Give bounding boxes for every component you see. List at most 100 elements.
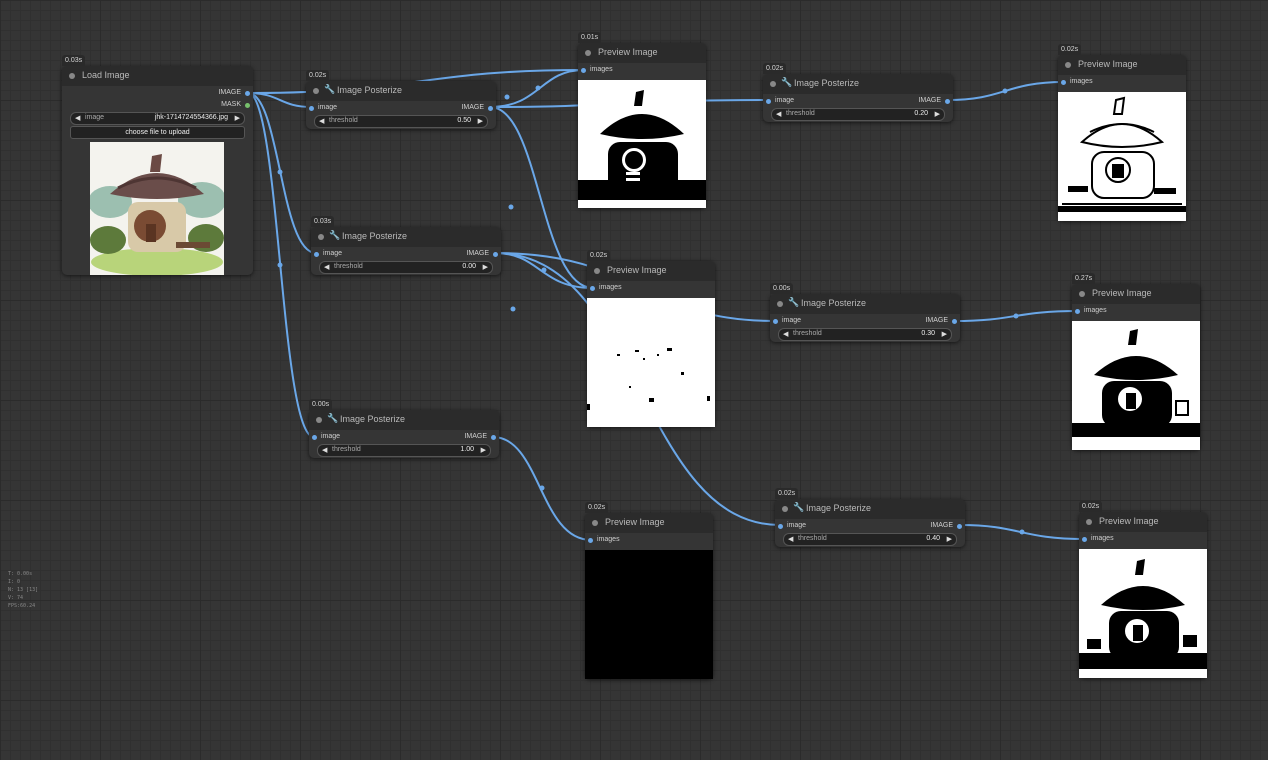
collapse-dot-icon[interactable] <box>770 81 776 87</box>
output-slot-image[interactable]: IMAGE <box>218 89 250 96</box>
collapse-dot-icon[interactable] <box>313 88 319 94</box>
input-slot-images[interactable]: images <box>590 284 622 291</box>
preview-image-node[interactable]: 0.02s Preview Image images <box>585 502 713 679</box>
input-slot-image[interactable]: image <box>312 433 340 440</box>
preview-image-node[interactable]: 0.02s Preview Image images <box>1058 44 1186 221</box>
input-slot-image[interactable]: image <box>773 317 801 324</box>
input-pin-icon[interactable] <box>1075 309 1080 314</box>
collapse-dot-icon[interactable] <box>782 506 788 512</box>
input-pin-icon[interactable] <box>766 99 771 104</box>
preview-image-node[interactable]: 0.01s Preview Image images <box>578 32 706 208</box>
right-arrow-icon[interactable]: ▶ <box>934 111 940 118</box>
left-arrow-icon[interactable]: ◀ <box>324 264 330 271</box>
input-slot-images[interactable]: images <box>588 536 620 543</box>
output-pin-icon[interactable] <box>952 319 957 324</box>
output-pin-icon[interactable] <box>491 435 496 440</box>
preview-image-node[interactable]: 0.02s Preview Image images <box>1079 501 1207 678</box>
node-title-bar[interactable]: 🔧 Image Posterize <box>763 74 953 94</box>
right-arrow-icon[interactable]: ▶ <box>946 536 952 543</box>
preview-image-node[interactable]: 0.27s Preview Image images <box>1072 273 1200 450</box>
output-slot-image[interactable]: IMAGE <box>925 317 957 324</box>
node-title-bar[interactable]: Preview Image <box>1079 512 1207 532</box>
right-arrow-icon[interactable]: ▶ <box>234 115 240 122</box>
left-arrow-icon[interactable]: ◀ <box>319 118 325 125</box>
right-arrow-icon[interactable]: ▶ <box>477 118 483 125</box>
node-title-bar[interactable]: 🔧 Image Posterize <box>311 227 501 247</box>
collapse-dot-icon[interactable] <box>1086 519 1092 525</box>
collapse-dot-icon[interactable] <box>1065 62 1071 68</box>
collapse-dot-icon[interactable] <box>592 520 598 526</box>
image-posterize-node[interactable]: 0.02s 🔧 Image Posterize image IMAGE ◀ th… <box>306 70 496 129</box>
input-pin-icon[interactable] <box>588 538 593 543</box>
image-posterize-node[interactable]: 0.00s 🔧 Image Posterize image IMAGE ◀ th… <box>770 283 960 342</box>
threshold-widget[interactable]: ◀ threshold 0.20 ▶ <box>771 108 945 121</box>
node-title-bar[interactable]: 🔧 Image Posterize <box>770 294 960 314</box>
load-image-node[interactable]: 0.03s Load Image IMAGE MASK ◀ image jhk-… <box>62 55 253 275</box>
node-title-bar[interactable]: 🔧 Image Posterize <box>309 410 499 430</box>
input-slot-image[interactable]: image <box>309 104 337 111</box>
input-slot-images[interactable]: images <box>1082 535 1114 542</box>
upload-button[interactable]: choose file to upload <box>70 126 245 139</box>
collapse-dot-icon[interactable] <box>594 268 600 274</box>
left-arrow-icon[interactable]: ◀ <box>75 115 81 122</box>
output-slot-image[interactable]: IMAGE <box>930 522 962 529</box>
output-pin-icon[interactable] <box>245 91 250 96</box>
input-pin-icon[interactable] <box>312 435 317 440</box>
collapse-dot-icon[interactable] <box>585 50 591 56</box>
input-pin-icon[interactable] <box>581 68 586 73</box>
input-slot-images[interactable]: images <box>1061 78 1093 85</box>
right-arrow-icon[interactable]: ▶ <box>941 331 947 338</box>
image-posterize-node[interactable]: 0.02s 🔧 Image Posterize image IMAGE ◀ th… <box>775 488 965 547</box>
node-title-bar[interactable]: 🔧 Image Posterize <box>775 499 965 519</box>
output-pin-icon[interactable] <box>493 252 498 257</box>
input-slot-image[interactable]: image <box>778 522 806 529</box>
output-pin-icon[interactable] <box>488 106 493 111</box>
left-arrow-icon[interactable]: ◀ <box>322 447 328 454</box>
node-title-bar[interactable]: Load Image <box>62 66 253 86</box>
output-slot-image[interactable]: IMAGE <box>464 433 496 440</box>
output-slot-image[interactable]: IMAGE <box>466 250 498 257</box>
output-slot-mask[interactable]: MASK <box>221 101 250 108</box>
collapse-dot-icon[interactable] <box>777 301 783 307</box>
node-title-bar[interactable]: Preview Image <box>578 43 706 63</box>
collapse-dot-icon[interactable] <box>316 417 322 423</box>
threshold-widget[interactable]: ◀ threshold 0.00 ▶ <box>319 261 493 274</box>
right-arrow-icon[interactable]: ▶ <box>480 447 486 454</box>
left-arrow-icon[interactable]: ◀ <box>788 536 794 543</box>
threshold-widget[interactable]: ◀ threshold 1.00 ▶ <box>317 444 491 457</box>
node-title-bar[interactable]: Preview Image <box>585 513 713 533</box>
threshold-widget[interactable]: ◀ threshold 0.50 ▶ <box>314 115 488 128</box>
image-combo-widget[interactable]: ◀ image jhk-1714724554366.jpg ▶ <box>70 112 245 125</box>
input-pin-icon[interactable] <box>773 319 778 324</box>
input-pin-icon[interactable] <box>778 524 783 529</box>
collapse-dot-icon[interactable] <box>1079 291 1085 297</box>
collapse-dot-icon[interactable] <box>69 73 75 79</box>
input-slot-images[interactable]: images <box>1075 307 1107 314</box>
output-pin-icon[interactable] <box>957 524 962 529</box>
input-pin-icon[interactable] <box>314 252 319 257</box>
input-slot-image[interactable]: image <box>314 250 342 257</box>
input-pin-icon[interactable] <box>309 106 314 111</box>
output-pin-icon[interactable] <box>245 103 250 108</box>
image-posterize-node[interactable]: 0.03s 🔧 Image Posterize image IMAGE ◀ th… <box>311 216 501 275</box>
output-slot-image[interactable]: IMAGE <box>461 104 493 111</box>
input-pin-icon[interactable] <box>1082 537 1087 542</box>
preview-image-node[interactable]: 0.02s Preview Image images <box>587 250 715 427</box>
image-posterize-node[interactable]: 0.00s 🔧 Image Posterize image IMAGE ◀ th… <box>309 399 499 458</box>
output-pin-icon[interactable] <box>945 99 950 104</box>
node-title-bar[interactable]: Preview Image <box>587 261 715 281</box>
left-arrow-icon[interactable]: ◀ <box>776 111 782 118</box>
input-slot-image[interactable]: image <box>766 97 794 104</box>
node-title-bar[interactable]: Preview Image <box>1058 55 1186 75</box>
node-title-bar[interactable]: 🔧 Image Posterize <box>306 81 496 101</box>
right-arrow-icon[interactable]: ▶ <box>482 264 488 271</box>
image-posterize-node[interactable]: 0.02s 🔧 Image Posterize image IMAGE ◀ th… <box>763 63 953 122</box>
collapse-dot-icon[interactable] <box>318 234 324 240</box>
input-pin-icon[interactable] <box>1061 80 1066 85</box>
left-arrow-icon[interactable]: ◀ <box>783 331 789 338</box>
threshold-widget[interactable]: ◀ threshold 0.30 ▶ <box>778 328 952 341</box>
input-pin-icon[interactable] <box>590 286 595 291</box>
node-title-bar[interactable]: Preview Image <box>1072 284 1200 304</box>
output-slot-image[interactable]: IMAGE <box>918 97 950 104</box>
threshold-widget[interactable]: ◀ threshold 0.40 ▶ <box>783 533 957 546</box>
